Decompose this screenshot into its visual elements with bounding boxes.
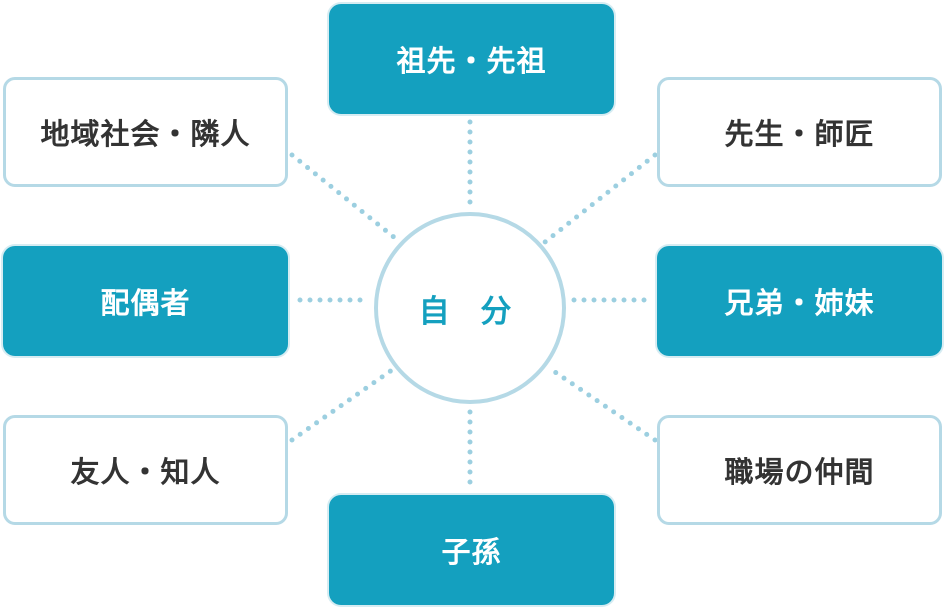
node-descendants-label: 子孫 xyxy=(441,535,502,569)
node-ancestors: 祖先・先祖 xyxy=(329,4,614,114)
node-community: 地域社会・隣人 xyxy=(3,77,288,187)
node-coworkers: 職場の仲間 xyxy=(657,415,942,525)
connector-friends xyxy=(289,367,395,443)
node-ancestors-label: 祖先・先祖 xyxy=(396,44,547,78)
node-friends-label: 友人・知人 xyxy=(70,455,221,489)
node-friends: 友人・知人 xyxy=(3,415,288,525)
connector-teachers xyxy=(542,152,658,245)
node-community-label: 地域社会・隣人 xyxy=(40,117,251,151)
node-descendants: 子孫 xyxy=(329,495,614,605)
node-teachers: 先生・師匠 xyxy=(657,77,942,187)
node-spouse: 配偶者 xyxy=(3,246,288,356)
connector-coworkers xyxy=(549,367,658,443)
node-teachers-label: 先生・師匠 xyxy=(724,117,875,151)
self-label: 自 分 xyxy=(418,293,522,330)
self-circle: 自 分 xyxy=(374,212,566,404)
node-coworkers-label: 職場の仲間 xyxy=(724,455,875,489)
node-spouse-label: 配偶者 xyxy=(100,286,191,320)
connector-community xyxy=(289,152,398,241)
node-siblings: 兄弟・姉妹 xyxy=(657,246,942,356)
node-siblings-label: 兄弟・姉妹 xyxy=(724,286,875,320)
